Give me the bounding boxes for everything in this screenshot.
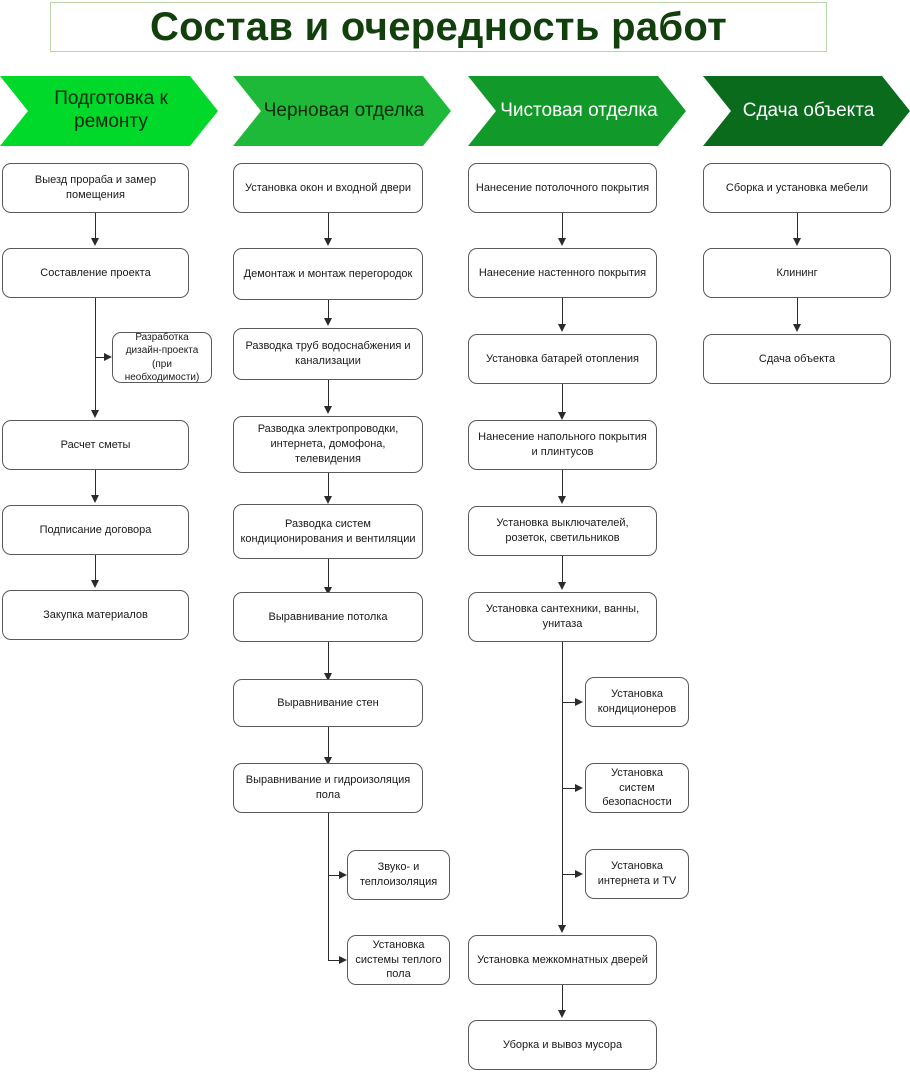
connector-c3-branch-1 — [562, 702, 576, 703]
arrow-c1-3-4 — [91, 495, 99, 503]
arrow-c3-1-2 — [558, 238, 566, 246]
page-title: Состав и очередность работ — [149, 4, 728, 49]
connector-c3-1-2 — [562, 213, 563, 240]
connector-c1-4-5 — [95, 555, 96, 582]
connector-c3-7-8 — [562, 985, 563, 1012]
phase-banner-label: Черновая отделка — [263, 99, 425, 121]
connector-c3-5-6 — [562, 556, 563, 584]
node-c1-5[interactable]: Закупка материалов — [2, 590, 189, 640]
node-c3-2[interactable]: Нанесение настенного покрытия — [468, 248, 657, 298]
connector-c2-2-3 — [328, 300, 329, 320]
arrow-c2-3-4 — [324, 406, 332, 414]
connector-c2-branch-trunk — [328, 813, 329, 961]
node-c2-3[interactable]: Разводка труб водоснабжения и канализаци… — [233, 328, 423, 380]
arrow-c4-1-2 — [793, 238, 801, 246]
phase-banner-rough-finishing[interactable]: Черновая отделка — [233, 76, 451, 146]
phase-banner-label: Подготовка к ремонту — [54, 88, 168, 132]
arrow-c3-trunk-to-doors — [558, 925, 566, 933]
connector-c2-4-5 — [328, 473, 329, 498]
connector-c1-1-2 — [95, 213, 96, 240]
node-c2-branch-soundproofing[interactable]: Звуко- и теплоизоляция — [347, 850, 450, 900]
arrow-c1-branch-design — [104, 353, 112, 361]
arrow-c2-7-8 — [324, 757, 332, 765]
phase-banner-label: Сдача объекта — [742, 99, 875, 121]
arrow-c3-5-6 — [558, 582, 566, 590]
node-c3-8[interactable]: Уборка и вывоз мусора — [468, 1020, 657, 1070]
node-c1-3[interactable]: Расчет сметы — [2, 420, 189, 470]
node-c2-2[interactable]: Демонтаж и монтаж перегородок — [233, 248, 423, 300]
connector-c1-2-3 — [95, 298, 96, 412]
arrow-c3-3-4 — [558, 412, 566, 420]
arrow-c3-branch-3 — [575, 870, 583, 878]
arrow-c3-7-8 — [558, 1010, 566, 1018]
connector-c1-3-4 — [95, 470, 96, 497]
connector-c4-2-3 — [797, 298, 798, 326]
node-c1-1[interactable]: Выезд прораба и замер помещения — [2, 163, 189, 213]
arrow-c2-branch-1 — [339, 871, 347, 879]
connector-c3-3-4 — [562, 384, 563, 414]
phase-banner-handover[interactable]: Сдача объекта — [703, 76, 910, 146]
connector-c2-3-4 — [328, 380, 329, 408]
arrow-c3-branch-2 — [575, 784, 583, 792]
arrow-c1-1-2 — [91, 238, 99, 246]
arrow-c2-2-3 — [324, 318, 332, 326]
node-c3-5[interactable]: Установка выключателей, розеток, светиль… — [468, 506, 657, 556]
phase-banner-label: Чистовая отделка — [500, 99, 658, 121]
node-c2-branch-warm-floor[interactable]: Установка системы теплого пола — [347, 935, 450, 985]
arrow-c1-4-5 — [91, 580, 99, 588]
node-c3-3[interactable]: Установка батарей отопления — [468, 334, 657, 384]
node-c1-2[interactable]: Составление проекта — [2, 248, 189, 298]
arrow-c2-6-7 — [324, 673, 332, 681]
node-c3-branch-security-systems[interactable]: Установка систем безопасности — [585, 763, 689, 813]
node-c1-4[interactable]: Подписание договора — [2, 505, 189, 555]
connector-c3-4-5 — [562, 470, 563, 498]
arrow-c3-branch-1 — [575, 698, 583, 706]
connector-c3-branch-3 — [562, 874, 576, 875]
node-c3-4[interactable]: Нанесение напольного покрытия и плинтусо… — [468, 420, 657, 470]
node-c1-branch-design-project[interactable]: Разработка дизайн-проекта (при необходим… — [112, 332, 212, 383]
arrow-c3-4-5 — [558, 496, 566, 504]
phase-banner-fine-finishing[interactable]: Чистовая отделка — [468, 76, 686, 146]
node-c3-branch-internet-tv[interactable]: Установка интернета и TV — [585, 849, 689, 899]
arrow-c2-1-2 — [324, 238, 332, 246]
connector-c2-branch-2 — [328, 960, 340, 961]
connector-c3-branch-2 — [562, 788, 576, 789]
arrow-c3-2-3 — [558, 324, 566, 332]
arrow-c4-2-3 — [793, 324, 801, 332]
connector-c4-1-2 — [797, 213, 798, 240]
arrow-c2-4-5 — [324, 496, 332, 504]
node-c2-7[interactable]: Выравнивание стен — [233, 679, 423, 727]
connector-c2-7-8 — [328, 727, 329, 759]
connector-c2-1-2 — [328, 213, 329, 240]
node-c3-branch-air-conditioners[interactable]: Установка кондиционеров — [585, 677, 689, 727]
phase-banner-preparation[interactable]: Подготовка к ремонту — [0, 76, 218, 146]
connector-c2-5-6 — [328, 559, 329, 589]
node-c2-5[interactable]: Разводка систем кондиционирования и вент… — [233, 504, 423, 559]
arrow-c2-5-6 — [324, 587, 332, 595]
connector-c2-6-7 — [328, 642, 329, 675]
node-c2-1[interactable]: Установка окон и входной двери — [233, 163, 423, 213]
node-c2-6[interactable]: Выравнивание потолка — [233, 592, 423, 642]
arrow-c2-branch-2 — [339, 956, 347, 964]
connector-c3-2-3 — [562, 298, 563, 326]
connector-c3-branch-trunk — [562, 642, 563, 927]
node-c3-7[interactable]: Установка межкомнатных дверей — [468, 935, 657, 985]
node-c3-6[interactable]: Установка сантехники, ванны, унитаза — [468, 592, 657, 642]
node-c2-4[interactable]: Разводка электропроводки, интернета, дом… — [233, 416, 423, 473]
node-c2-8[interactable]: Выравнивание и гидроизоляция пола — [233, 763, 423, 813]
node-c4-3[interactable]: Сдача объекта — [703, 334, 891, 384]
node-c4-2[interactable]: Клининг — [703, 248, 891, 298]
node-c4-1[interactable]: Сборка и установка мебели — [703, 163, 891, 213]
connector-c2-branch-1 — [328, 875, 340, 876]
arrow-c1-2-3 — [91, 410, 99, 418]
node-c3-1[interactable]: Нанесение потолочного покрытия — [468, 163, 657, 213]
title-frame — [50, 2, 827, 52]
connector-c1-branch-design — [95, 357, 105, 358]
